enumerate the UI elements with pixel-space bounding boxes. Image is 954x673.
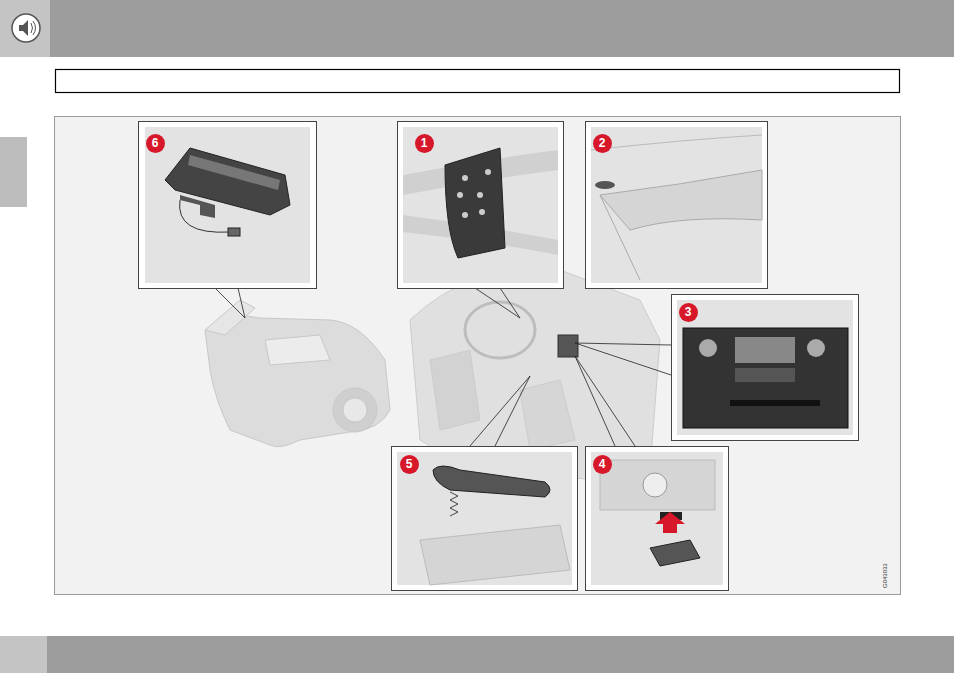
footer-bar (0, 636, 954, 673)
microphone (591, 135, 762, 280)
title-box (56, 70, 900, 93)
callout-number: 6 (146, 134, 165, 153)
figure-frame (55, 117, 901, 595)
car-illustration (205, 300, 390, 447)
header-icon-area (0, 0, 50, 57)
header-bar (0, 0, 954, 57)
callout-number: 3 (679, 303, 698, 322)
callout-number: 1 (415, 134, 434, 153)
speaker-icon (31, 21, 36, 35)
figure-code: G043033 (882, 563, 888, 588)
callout-number: 2 (593, 134, 612, 153)
phone-handset (420, 466, 570, 585)
steering-wheel-controls (403, 148, 558, 258)
side-tab (0, 137, 27, 207)
callout-text: 6 (152, 137, 159, 149)
card-reader (600, 460, 715, 566)
footer-page-area (0, 636, 47, 673)
callout-text: 4 (599, 458, 606, 470)
leader-line (215, 288, 671, 446)
speaker-unit (165, 148, 290, 236)
callout-text: 2 (599, 137, 606, 149)
callout-text: 5 (406, 458, 413, 470)
callout-number: 5 (400, 455, 419, 474)
speaker-icon (19, 20, 28, 36)
callout-number: 4 (593, 455, 612, 474)
speaker-icon (12, 14, 40, 42)
callout-text: 3 (685, 306, 692, 318)
detail-panel (139, 122, 859, 591)
control-panel (683, 328, 848, 428)
callout-text: 1 (421, 137, 428, 149)
